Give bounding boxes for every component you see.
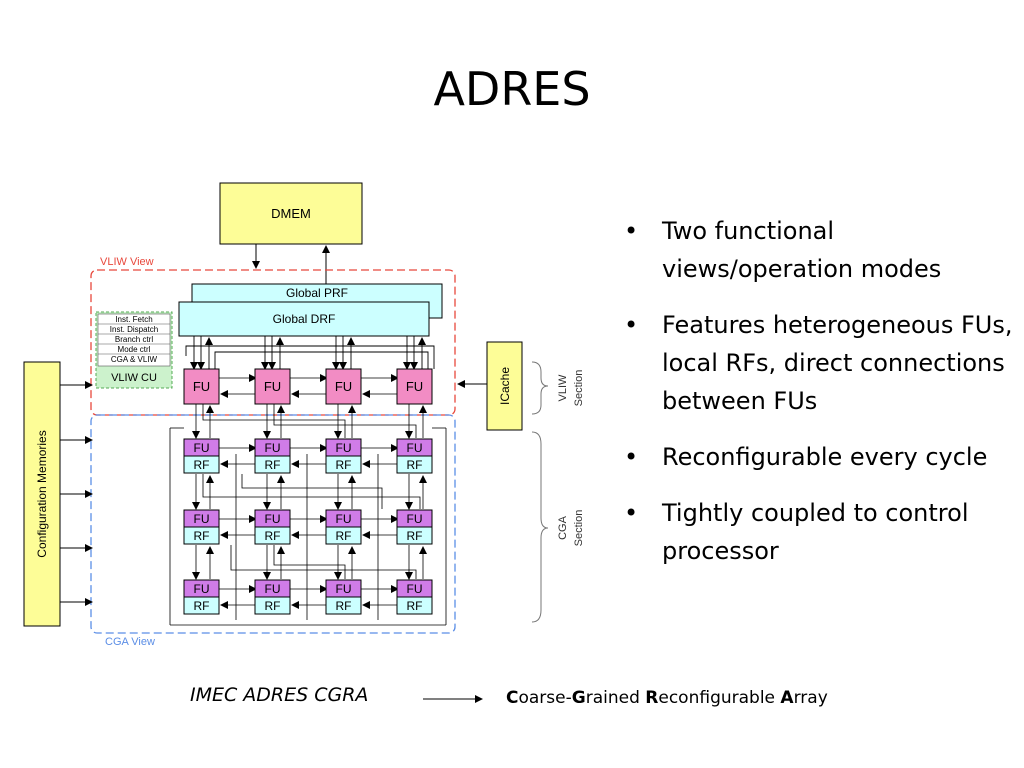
fu-label: FU bbox=[265, 441, 281, 455]
vliw-section-label: Section bbox=[573, 370, 585, 407]
rf-label: RF bbox=[265, 458, 281, 472]
drf-fu-connections bbox=[185, 336, 435, 370]
cga-row-3: FU RF FU RF FU RF FU RF bbox=[183, 579, 433, 615]
fu-label: FU bbox=[193, 379, 210, 394]
dmem-label: DMEM bbox=[271, 206, 311, 221]
bullet-dot-icon: • bbox=[624, 499, 639, 527]
rf-label: RF bbox=[407, 599, 423, 613]
fu-label: FU bbox=[194, 441, 210, 455]
cga-section-label: CGA bbox=[557, 515, 569, 540]
vliw-cu-item: CGA & VLIW bbox=[111, 355, 158, 364]
vliw-cu-label: VLIW CU bbox=[111, 372, 157, 384]
rf-label: RF bbox=[194, 599, 210, 613]
dmem-block bbox=[219, 182, 363, 245]
vliw-view-label: VLIW View bbox=[100, 256, 154, 268]
vliw-cu-item: Inst. Dispatch bbox=[110, 325, 158, 334]
fu-label: FU bbox=[194, 582, 210, 596]
diagram-caption: IMEC ADRES CGRA bbox=[190, 684, 369, 706]
rf-label: RF bbox=[194, 458, 210, 472]
vliw-cu-item: Inst. Fetch bbox=[115, 315, 152, 324]
bullet-dot-icon: • bbox=[624, 443, 639, 471]
vliw-section-label: VLIW bbox=[557, 374, 569, 402]
vliw-cu-item: Mode ctrl bbox=[118, 345, 151, 354]
cga-view-region bbox=[90, 414, 456, 634]
cga-section-label: Section bbox=[573, 510, 585, 547]
fu-label: FU bbox=[194, 512, 210, 526]
bullet-list: •Two functional views/operation modes •F… bbox=[620, 212, 1015, 588]
icache-block bbox=[486, 341, 523, 431]
configuration-memories-label: Configuration Memories bbox=[35, 430, 49, 557]
fu-label: FU bbox=[336, 512, 352, 526]
global-drf-label: Global DRF bbox=[273, 312, 336, 326]
fu-label: FU bbox=[336, 582, 352, 596]
fu-label: FU bbox=[407, 512, 423, 526]
cga-view-label: CGA View bbox=[105, 636, 155, 648]
bullet-item: •Reconfigurable every cycle bbox=[620, 438, 1015, 476]
rf-label: RF bbox=[336, 458, 352, 472]
fu-label: FU bbox=[335, 379, 352, 394]
vliw-cu-item: Branch ctrl bbox=[115, 335, 153, 344]
cga-row-2: FU RF FU RF FU RF FU RF bbox=[183, 509, 433, 545]
fu-label: FU bbox=[336, 441, 352, 455]
fu-label: FU bbox=[407, 441, 423, 455]
vliw-section-brace bbox=[531, 361, 549, 415]
global-drf-block bbox=[178, 301, 430, 337]
bullet-dot-icon: • bbox=[624, 311, 639, 339]
bullet-item: •Tightly coupled to control processor bbox=[620, 494, 1015, 570]
rf-label: RF bbox=[407, 458, 423, 472]
bullet-item: •Two functional views/operation modes bbox=[620, 212, 1015, 288]
vliw-cu-items: Inst. Fetch Inst. Dispatch Branch ctrl M… bbox=[97, 313, 171, 367]
rf-label: RF bbox=[336, 529, 352, 543]
fu-label: FU bbox=[265, 512, 281, 526]
fu-label: FU bbox=[265, 582, 281, 596]
fu-rf-grid: FU FU FU FU FU RF FU RF FU RF FU RF bbox=[183, 368, 433, 615]
config-arrows bbox=[60, 381, 93, 606]
bullet-dot-icon: • bbox=[624, 217, 639, 245]
interconnect-lines bbox=[169, 374, 447, 626]
cga-section-brace bbox=[531, 431, 549, 623]
icache-label: ICache bbox=[498, 367, 512, 405]
fu-label: FU bbox=[264, 379, 281, 394]
rf-label: RF bbox=[265, 599, 281, 613]
fu-label: FU bbox=[407, 582, 423, 596]
global-prf-label: Global PRF bbox=[286, 286, 348, 300]
acronym-expansion: Coarse-Grained Reconfigurable Array bbox=[506, 688, 828, 708]
vliw-fu-row: FU FU FU FU bbox=[183, 368, 433, 405]
configuration-memories-block bbox=[23, 361, 61, 627]
rf-label: RF bbox=[194, 529, 210, 543]
rf-label: RF bbox=[407, 529, 423, 543]
slide-title: ADRES bbox=[433, 62, 591, 116]
rf-label: RF bbox=[265, 529, 281, 543]
cga-row-1: FU RF FU RF FU RF FU RF bbox=[183, 438, 433, 474]
rf-label: RF bbox=[336, 599, 352, 613]
bullet-item: •Features heterogeneous FUs, local RFs, … bbox=[620, 306, 1015, 420]
fu-label: FU bbox=[406, 379, 423, 394]
